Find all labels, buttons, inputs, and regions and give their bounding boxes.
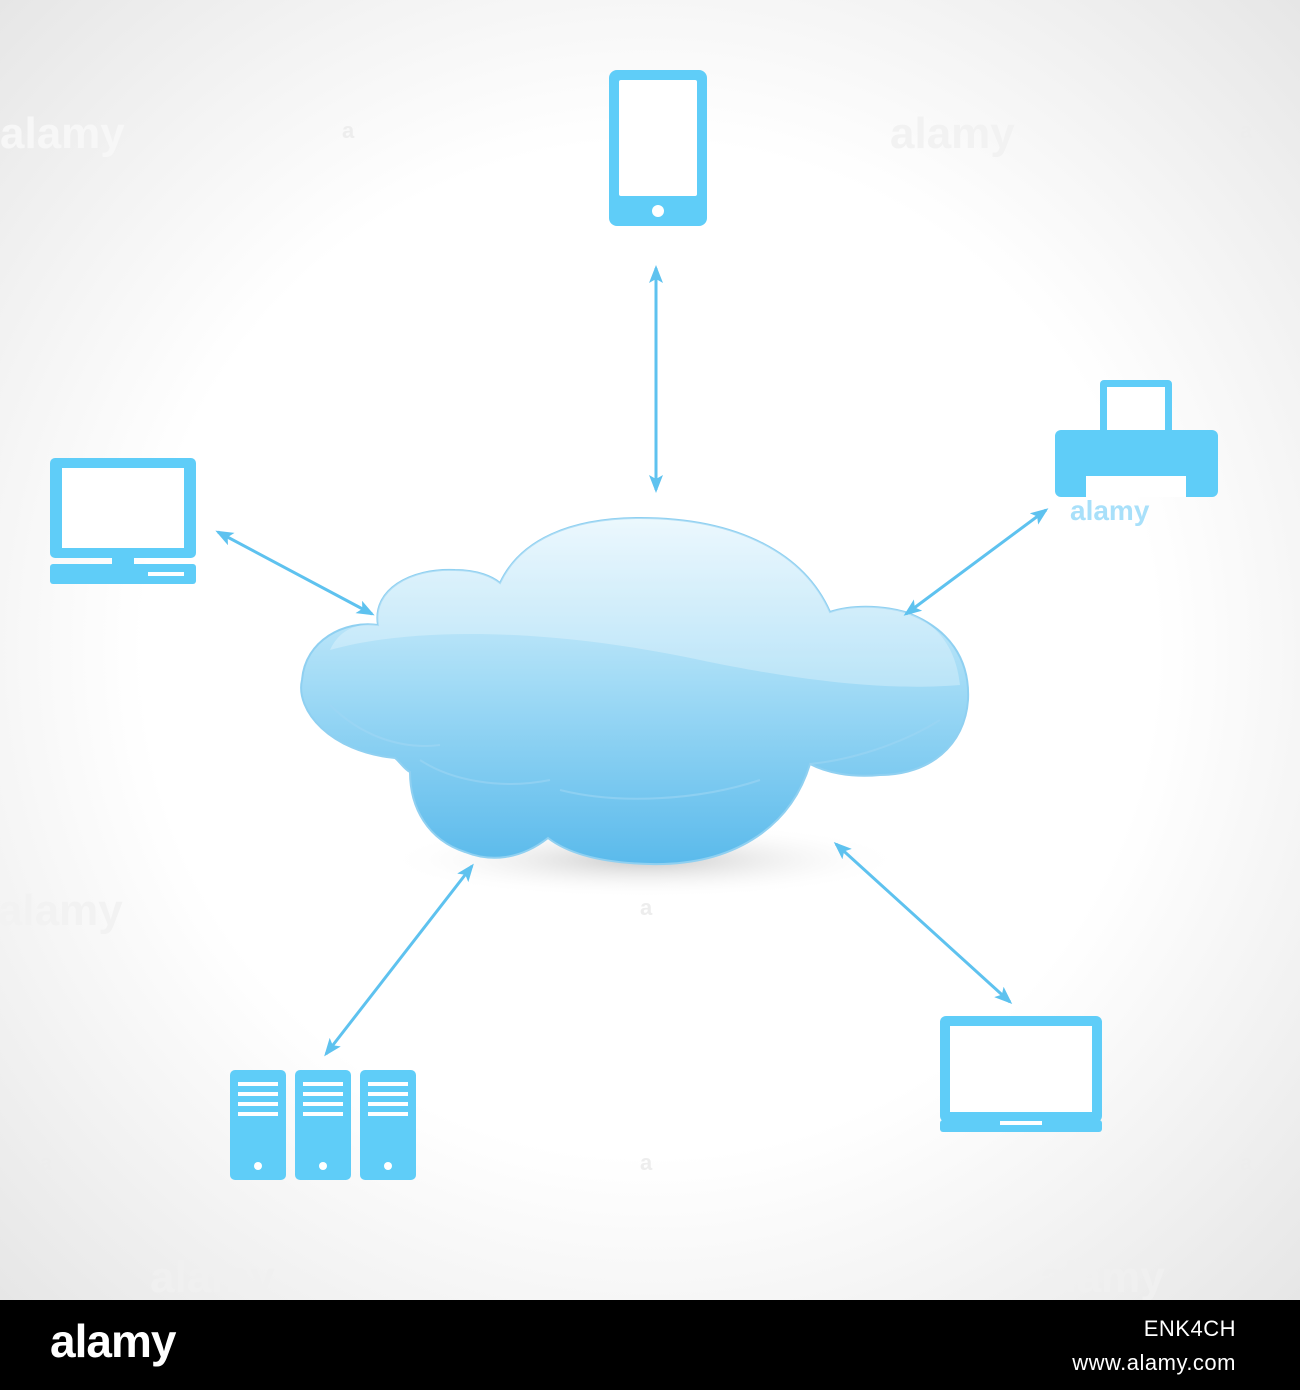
arrow-printer bbox=[903, 508, 1049, 616]
smartphone-icon bbox=[609, 70, 707, 226]
server-unit bbox=[360, 1070, 416, 1180]
watermark-small: a bbox=[640, 1150, 653, 1175]
site-url: www.alamy.com bbox=[1072, 1350, 1236, 1375]
arrow-laptop bbox=[833, 841, 1013, 1005]
server-rack-icon bbox=[230, 1070, 416, 1180]
watermark-text: alamy bbox=[1040, 1253, 1165, 1300]
watermark-text: alamy bbox=[0, 886, 123, 935]
brand-logo: alamy bbox=[50, 1315, 176, 1367]
watermark-text: alamy bbox=[0, 109, 125, 158]
footer-bar: alamy ENK4CH www.alamy.com bbox=[0, 1300, 1300, 1390]
server-unit bbox=[230, 1070, 286, 1180]
arrow-server bbox=[324, 863, 474, 1057]
printer-icon bbox=[1055, 380, 1218, 497]
desktop-computer-icon bbox=[50, 458, 196, 584]
diagram-svg: alamy alamy alamy alamy alamy alamy alam… bbox=[0, 0, 1300, 1300]
cloud-icon bbox=[300, 516, 970, 866]
image-id: ENK4CH bbox=[1143, 1316, 1236, 1341]
watermark-text: alamy bbox=[890, 109, 1015, 158]
watermark-text: alamy bbox=[1070, 495, 1150, 526]
server-unit bbox=[295, 1070, 351, 1180]
laptop-icon bbox=[940, 1016, 1102, 1132]
watermark-small: a bbox=[40, 1150, 53, 1175]
watermark-small: a bbox=[1240, 1150, 1253, 1175]
watermark-text: alamy bbox=[150, 1253, 275, 1300]
watermark-small: a bbox=[640, 895, 653, 920]
arrow-desktop bbox=[215, 530, 375, 616]
connections bbox=[215, 265, 1049, 1057]
watermark-small: a bbox=[1240, 118, 1253, 143]
diagram-canvas: alamy alamy alamy alamy alamy alamy alam… bbox=[0, 0, 1300, 1300]
watermark-small: a bbox=[342, 118, 355, 143]
